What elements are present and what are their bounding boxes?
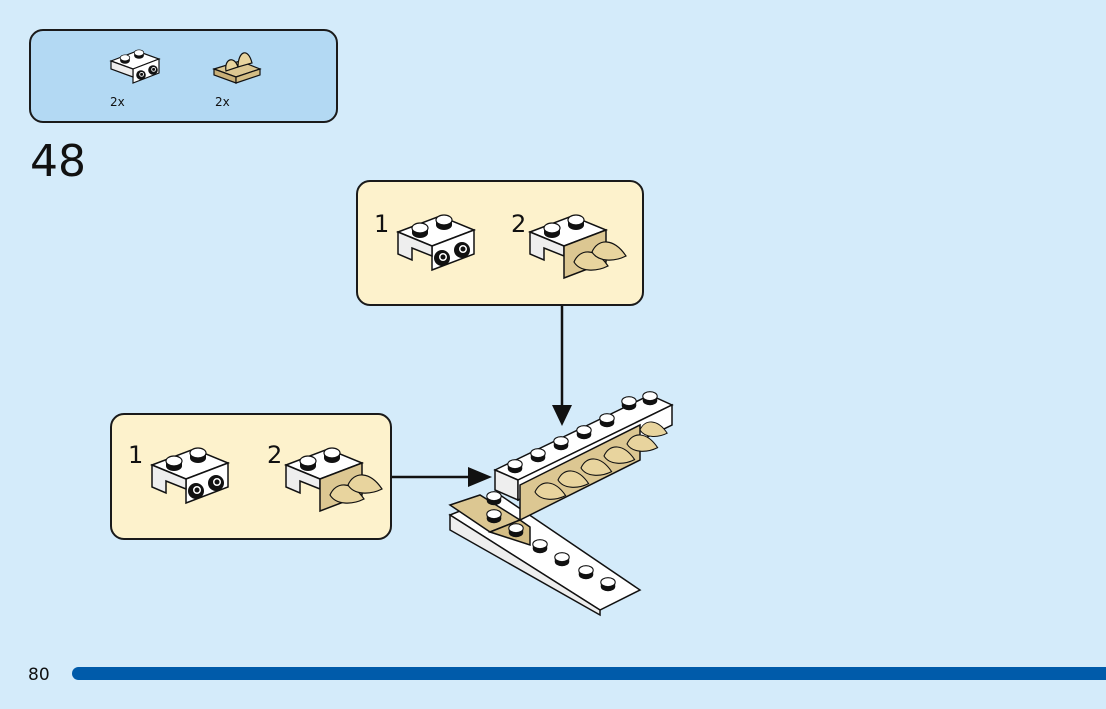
white-bracket-icon	[395, 214, 477, 272]
arrow-down-icon	[552, 306, 572, 426]
substep-number: 2	[267, 441, 283, 469]
progress-bar	[72, 667, 1106, 680]
substep-number: 2	[511, 210, 527, 238]
arrow-right-icon	[392, 467, 492, 487]
part-tan-teeth-plate: 2x	[212, 47, 282, 109]
parts-list-box: 2x 2x	[29, 29, 338, 123]
subassembly-box-left: 1 2	[110, 413, 392, 540]
substep-number: 1	[128, 441, 144, 469]
bracket-with-teeth-icon	[283, 447, 383, 513]
subassembly-box-top: 1 2	[356, 180, 644, 306]
white-bracket-icon	[149, 447, 231, 505]
substep-number: 1	[374, 210, 390, 238]
part-quantity: 2x	[110, 95, 125, 109]
white-bracket-icon	[109, 49, 161, 84]
jaw-model	[448, 391, 674, 617]
part-quantity: 2x	[215, 95, 230, 109]
tan-teeth-plate-icon	[212, 52, 262, 84]
page-number: 80	[28, 665, 50, 685]
bracket-with-teeth-icon	[527, 214, 627, 280]
step-number: 48	[30, 136, 86, 187]
part-white-bracket: 2x	[107, 47, 177, 109]
